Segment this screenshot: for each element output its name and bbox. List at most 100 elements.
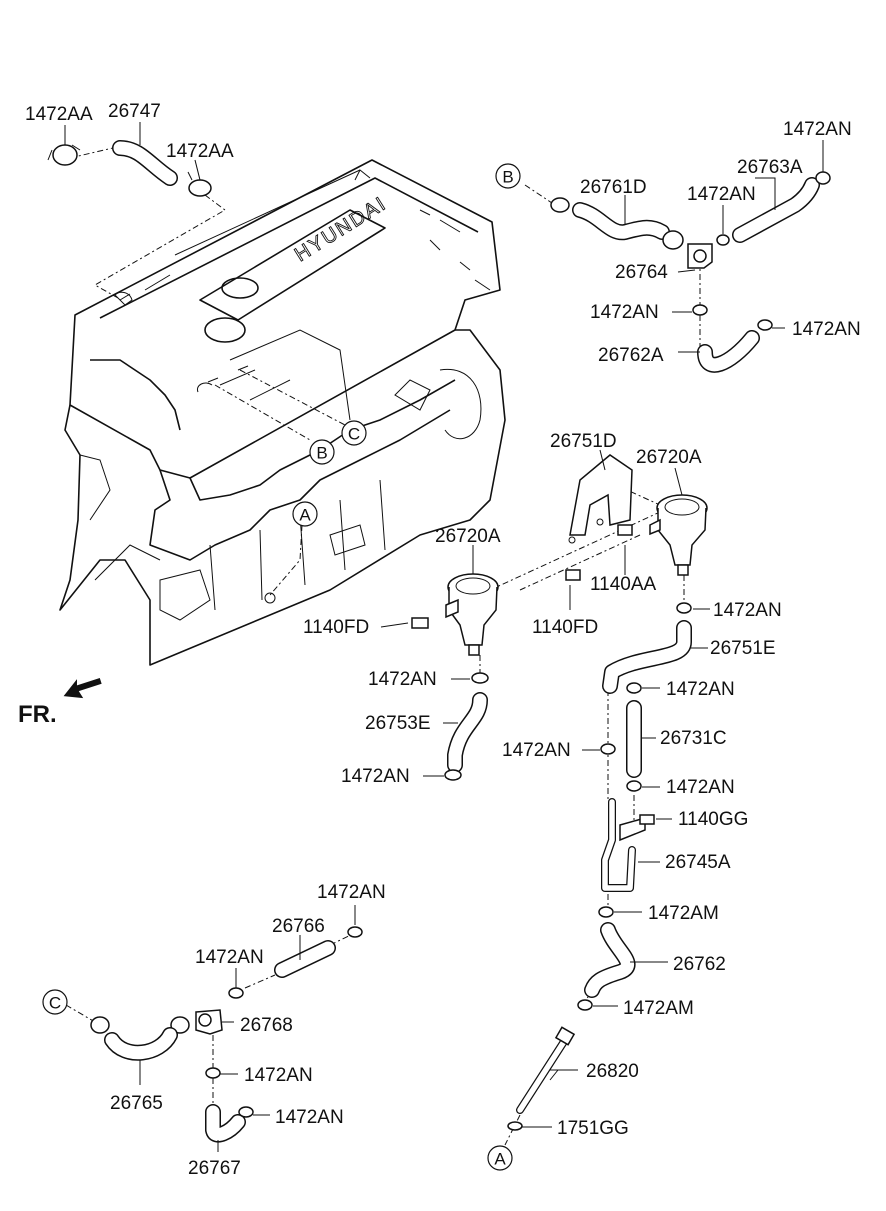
clamp-1472an-bl-r1: [205, 1067, 221, 1079]
clamp-1472an-bl-r2: [238, 1106, 254, 1118]
clamp-26765-right: [170, 1016, 190, 1034]
label-1472an-r1: 1472AN: [666, 679, 735, 700]
ref-c-engine: C: [341, 420, 367, 446]
clamp-1472an-bl-top: [347, 926, 363, 938]
label-1472an-r2: 1472AN: [666, 777, 735, 798]
hose-26751e: [602, 620, 692, 694]
ref-b-engine-letter: B: [316, 444, 327, 463]
label-1751gg: 1751GG: [557, 1118, 629, 1139]
label-26762: 26762: [673, 954, 726, 975]
label-leaders: [64, 122, 824, 1152]
ref-c-bottom-letter: C: [49, 994, 61, 1013]
label-1140aa: 1140AA: [590, 574, 657, 595]
connection-lines: [65, 146, 701, 1146]
clamp-1472aa-left: [47, 144, 81, 166]
hose-26763a: [732, 177, 820, 243]
label-1472am-lower: 1472AM: [623, 998, 694, 1019]
label-26720a-right: 26720A: [636, 447, 702, 468]
ref-a-bottom-letter: A: [494, 1150, 506, 1169]
front-direction-indicator: FR.: [18, 678, 102, 728]
label-1472an-mid-left: 1472AN: [502, 740, 571, 761]
clamp-1472an-tee: [716, 234, 730, 246]
clamp-1472an-26731c-left: [600, 743, 616, 755]
bolt-1140aa: [617, 524, 633, 536]
label-1472an-bl-mid: 1472AN: [195, 947, 264, 968]
label-26765: 26765: [110, 1093, 163, 1114]
tee-26764: [687, 243, 713, 269]
ref-a-engine: A: [292, 501, 318, 527]
label-1472an-upper-left: 1472AN: [590, 302, 659, 323]
label-26766: 26766: [272, 916, 325, 937]
label-1472an-bl-r2: 1472AN: [275, 1107, 344, 1128]
hose-26767: [205, 1104, 246, 1143]
clamp-1472an-top-far-right: [815, 171, 831, 185]
hose-26761d: [572, 202, 670, 241]
label-1472an-upper-mid: 1472AN: [687, 184, 756, 205]
label-1472an-bl-top: 1472AN: [317, 882, 386, 903]
hyundai-emblem: [221, 277, 259, 299]
label-26762a: 26762A: [598, 345, 664, 366]
clamp-1472an-pcv-right: [676, 602, 692, 614]
engine-illustration: HYUNDAI: [59, 159, 506, 666]
ref-b-top-letter: B: [502, 168, 513, 187]
label-1472an-upper-right: 1472AN: [792, 319, 861, 340]
label-26720a-left: 26720A: [435, 526, 501, 547]
ref-a-bottom: A: [487, 1145, 513, 1171]
label-1140fd-left: 1140FD: [303, 617, 369, 638]
clamp-1472an-26751e: [626, 682, 642, 694]
label-1472aa-top-right: 1472AA: [166, 141, 234, 162]
clamp-c-bottom: [90, 1016, 110, 1034]
pcv-valve-26720a-left: [445, 573, 499, 656]
label-26751d: 26751D: [550, 431, 617, 452]
ref-a-engine-letter: A: [299, 506, 311, 525]
clamp-1472aa-right: [187, 171, 212, 197]
label-26747: 26747: [108, 101, 161, 122]
front-arrow-icon: [63, 678, 102, 699]
label-26764: 26764: [615, 262, 668, 283]
part-labels: 1472AA 26747 1472AA 1472AN 26763A 26761D…: [25, 101, 861, 1179]
front-label: FR.: [18, 701, 57, 728]
clamp-1472an-bl-mid: [228, 987, 244, 999]
clamp-26761d-end: [662, 230, 684, 250]
clamp-b-top: [550, 197, 570, 213]
label-26768: 26768: [240, 1015, 293, 1036]
label-26745a: 26745A: [665, 852, 731, 873]
dipstick-tube-26820: [516, 1026, 576, 1114]
clamp-1472an-26753e-top: [471, 672, 489, 684]
bolt-1140gg: [639, 814, 655, 825]
label-1472an-left-bottom: 1472AN: [341, 766, 410, 787]
hose-26765: [104, 1027, 178, 1061]
clamp-1472am-lower: [577, 999, 593, 1011]
clamp-1472an-26753e-bottom: [444, 769, 462, 781]
pipe-26745a: [601, 798, 646, 892]
pcv-valve-26720a-right: [649, 494, 708, 576]
clamp-1472am-upper: [598, 906, 614, 918]
ref-b-top: B: [495, 163, 521, 189]
clamp-1472an-26764-below: [692, 304, 708, 316]
label-26761d: 26761D: [580, 177, 647, 198]
clamp-1472an-26762a-end: [757, 319, 773, 331]
ref-b-engine: B: [309, 439, 335, 465]
label-26753e: 26753E: [365, 713, 431, 734]
ref-c-engine-letter: C: [348, 425, 360, 444]
bolt-1140fd-left: [411, 617, 429, 629]
label-1140gg: 1140GG: [678, 809, 748, 830]
ref-c-bottom: C: [42, 989, 68, 1015]
hose-26766: [274, 940, 336, 978]
hose-26762: [584, 922, 636, 998]
hose-26747: [112, 140, 178, 186]
label-26751e: 26751E: [710, 638, 776, 659]
hose-26753e: [447, 692, 488, 773]
label-1472an-mid-right: 1472AN: [713, 600, 782, 621]
oring-1751gg: [507, 1121, 523, 1131]
label-1472an-top-far-right: 1472AN: [783, 119, 852, 140]
label-1472an-left-clamp: 1472AN: [368, 669, 437, 690]
bracket-26751d: [568, 454, 633, 544]
hose-26762a: [697, 330, 760, 373]
label-1472aa-top-left: 1472AA: [25, 104, 93, 125]
label-26767: 26767: [188, 1158, 241, 1179]
label-1472an-bl-r1: 1472AN: [244, 1065, 313, 1086]
label-26731c: 26731C: [660, 728, 727, 749]
label-1472am-upper: 1472AM: [648, 903, 719, 924]
clamp-1472an-26731c-bottom: [626, 780, 642, 792]
